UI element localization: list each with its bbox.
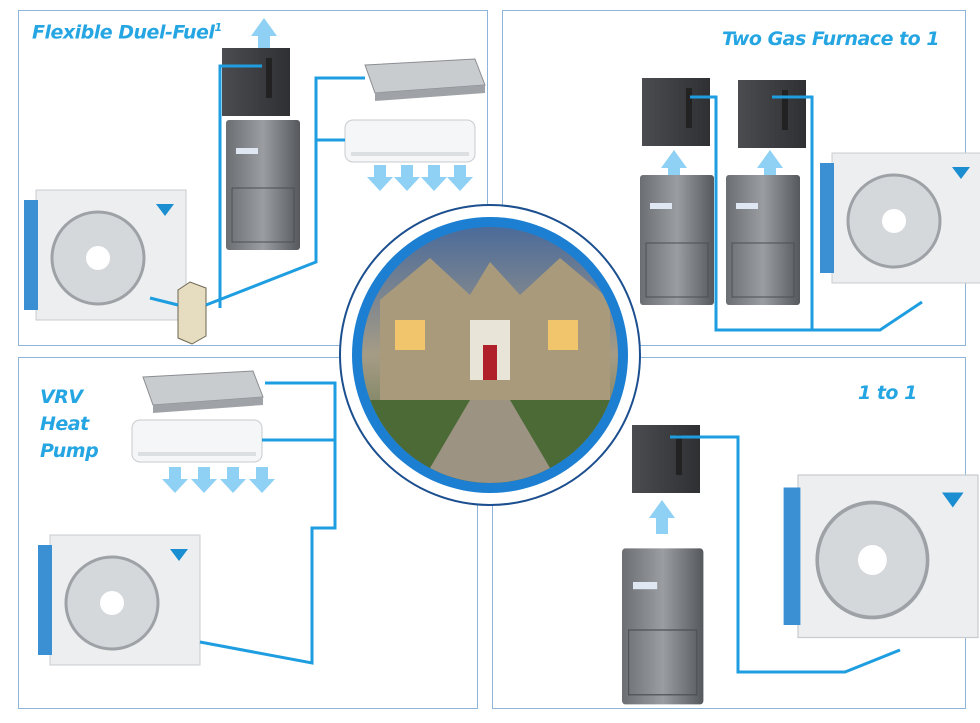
title-one-to-one: 1 to 1 — [858, 382, 917, 404]
gas-furnace — [225, 119, 301, 251]
gas-furnace — [725, 174, 801, 306]
refrigerant-line — [199, 381, 337, 665]
outdoor-heat-pump-unit — [36, 533, 202, 667]
refrigerant-line — [670, 435, 901, 674]
footnote-marker: 1 — [214, 21, 222, 34]
evaporator-coil — [222, 48, 290, 116]
title-text: Flexible Duel-Fuel — [32, 21, 215, 44]
outdoor-heat-pump-unit — [781, 473, 980, 640]
ducted-unit — [364, 58, 486, 102]
refrigerant-line — [149, 64, 365, 308]
outdoor-heat-pump-unit — [818, 151, 980, 285]
title-line: VRV — [40, 386, 83, 408]
evaporator-coil — [642, 78, 710, 146]
title-line: Heat — [40, 413, 89, 435]
wall-mount-unit — [344, 119, 476, 163]
evaporator-coil — [632, 425, 700, 493]
branch-selector-box — [177, 281, 207, 345]
evaporator-coil — [738, 80, 806, 148]
house-photo-circle — [339, 204, 641, 506]
title-line: Pump — [40, 440, 99, 462]
ducted-unit — [142, 370, 264, 414]
title-flexible-dual-fuel: Flexible Duel-Fuel1 — [32, 14, 222, 46]
vrv-heat-pump-equipment — [36, 370, 337, 667]
refrigerant-line — [690, 95, 923, 332]
gas-furnace — [639, 174, 715, 306]
title-vrv-heat-pump: VRV Heat Pump — [40, 384, 99, 465]
airflow-up-icon — [251, 18, 277, 52]
one-to-one-equipment — [621, 425, 980, 706]
two-gas-furnace-equipment — [639, 78, 980, 332]
flexible-dual-fuel-equipment — [22, 18, 486, 345]
wall-mount-unit — [131, 419, 263, 463]
title-two-gas-furnace: Two Gas Furnace to 1 — [722, 28, 940, 50]
gas-furnace — [621, 547, 705, 706]
